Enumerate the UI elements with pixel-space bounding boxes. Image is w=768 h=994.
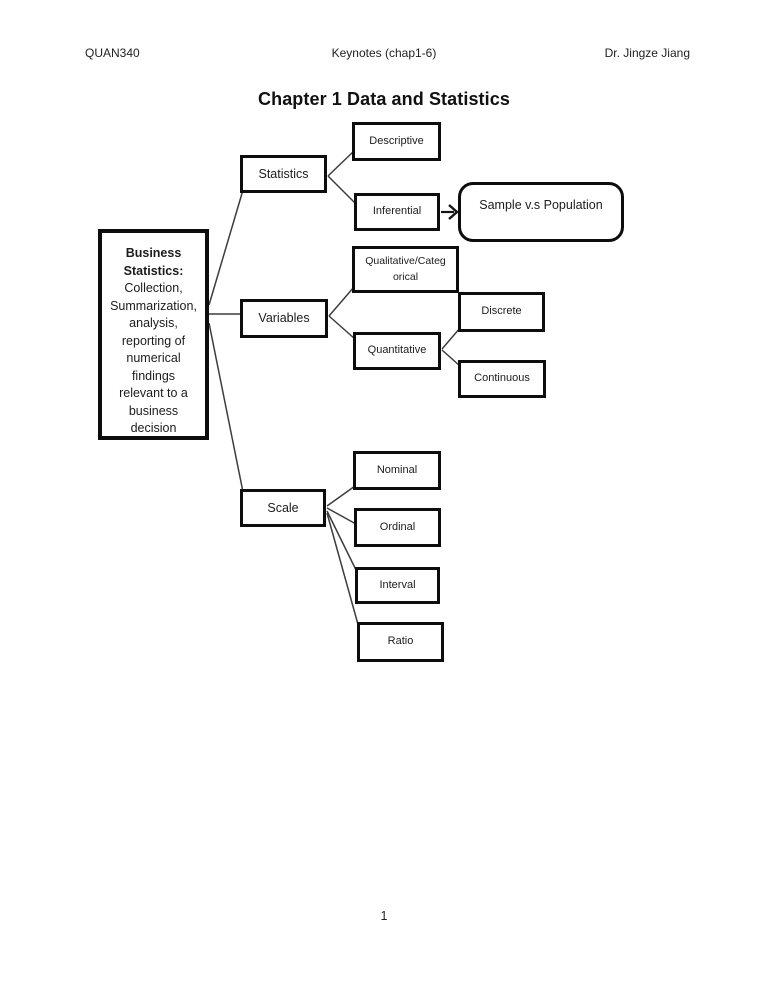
header-author: Dr. Jingze Jiang (604, 46, 690, 60)
node-inferential-label: Inferential (372, 205, 422, 218)
edge-quantitative-discrete (441, 327, 461, 350)
node-variables-label: Variables (258, 311, 310, 326)
node-ratio-label: Ratio (387, 635, 414, 648)
edge-business-statistics (208, 189, 244, 306)
edge-business-scale (208, 322, 244, 493)
node-nominal-label: Nominal (376, 463, 418, 476)
node-descriptive-label: Descriptive (369, 134, 424, 147)
node-variables: Variables (240, 299, 328, 338)
node-business-body: Collection, Summarization, analysis, rep… (110, 281, 197, 435)
edge-scale-nominal (326, 485, 356, 507)
node-nominal: Nominal (353, 451, 441, 490)
arrow-inferential-sample (441, 204, 459, 220)
node-ratio: Ratio (357, 622, 444, 662)
edge-scale-ratio (326, 512, 360, 629)
edge-quantitative-continuous (441, 349, 461, 367)
node-continuous: Continuous (458, 360, 546, 398)
node-statistics-label: Statistics (258, 166, 309, 181)
page-number: 1 (380, 909, 388, 923)
edge-statistics-inferential (327, 175, 358, 206)
node-quantitative: Quantitative (353, 332, 441, 370)
edge-statistics-descriptive (327, 149, 356, 177)
node-sample-vs-population: Sample v.s Population (458, 182, 624, 242)
edge-variables-qualitative (328, 286, 355, 317)
node-descriptive: Descriptive (352, 122, 441, 161)
edge-scale-interval (326, 510, 358, 573)
node-quantitative-label: Quantitative (367, 344, 427, 357)
node-scale: Scale (240, 489, 326, 527)
node-qualitative-categorical-label: Qualitative/Categ orical (365, 255, 446, 283)
node-statistics: Statistics (240, 155, 327, 193)
node-ordinal-label: Ordinal (379, 520, 416, 533)
header-course-code: QUAN340 (85, 46, 140, 60)
node-business-title: Business Statistics: (123, 246, 184, 278)
node-sample-vs-population-label: Sample v.s Population (479, 197, 603, 212)
edge-variables-quantitative (328, 315, 356, 340)
node-discrete-label: Discrete (481, 305, 522, 318)
header-doc-name: Keynotes (chap1-6) (331, 46, 437, 60)
page-title: Chapter 1 Data and Statistics (258, 89, 510, 109)
node-ordinal: Ordinal (354, 508, 441, 547)
node-qualitative-categorical: Qualitative/Categ orical (352, 246, 459, 293)
node-inferential: Inferential (354, 193, 440, 231)
node-interval: Interval (355, 567, 440, 604)
edge-scale-ordinal (326, 507, 357, 525)
node-discrete: Discrete (458, 292, 545, 332)
node-continuous-label: Continuous (474, 372, 530, 385)
node-interval-label: Interval (379, 578, 416, 591)
node-business-statistics: Business Statistics: Collection, Summari… (98, 229, 209, 440)
node-scale-label: Scale (267, 500, 299, 515)
